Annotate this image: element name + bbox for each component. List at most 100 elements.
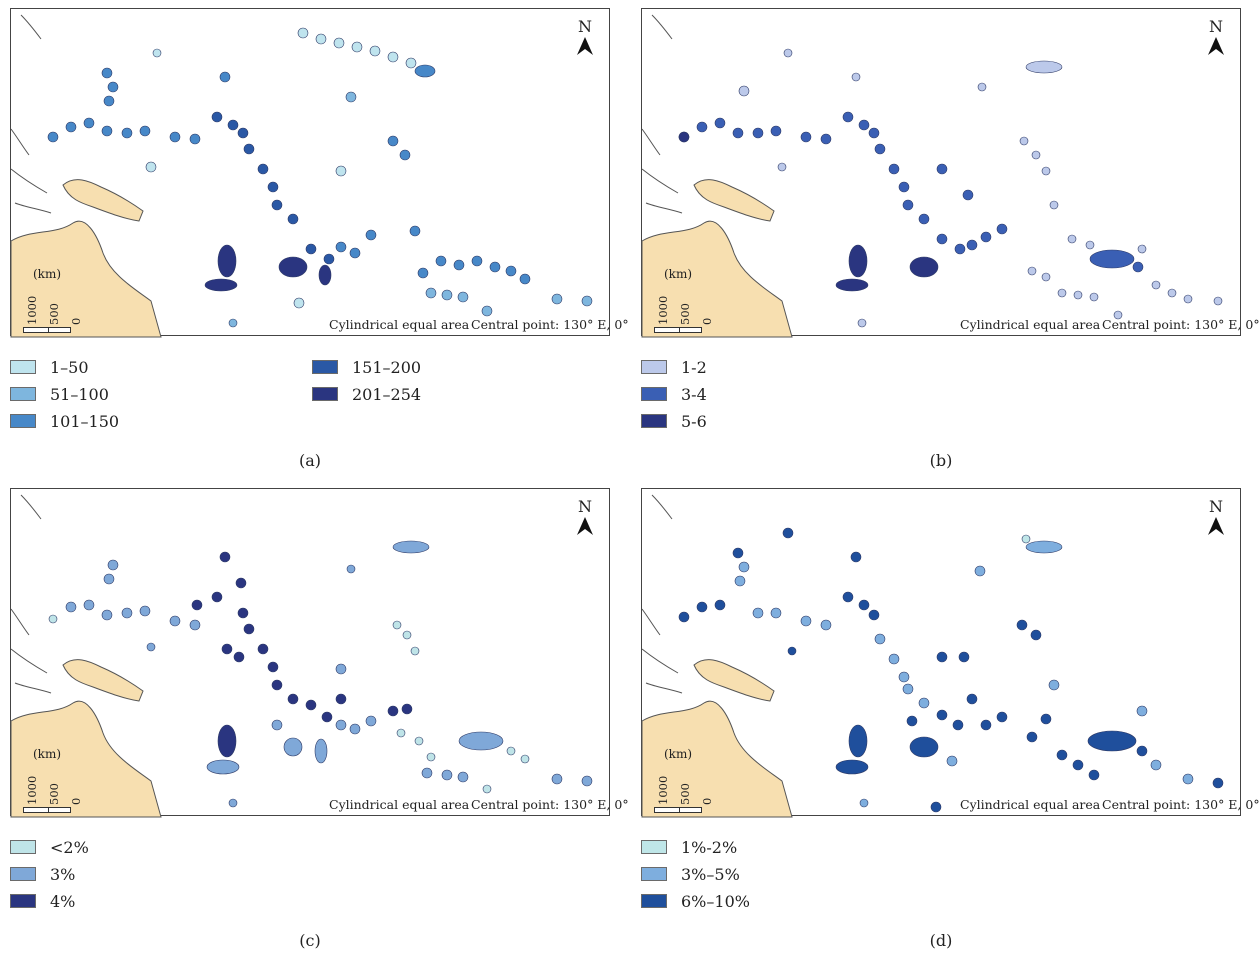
central-point-label: Central point: 130° E, 0° [471, 317, 629, 332]
legend-swatch [641, 894, 667, 908]
legend-swatch [641, 840, 667, 854]
scale-tick-500: 500 [47, 303, 61, 325]
legend-label: <2% [50, 837, 89, 857]
legend-label: 101–150 [50, 411, 120, 431]
scale-tick-0: 0 [69, 317, 83, 325]
projection-label: Cylindrical equal area [960, 317, 1101, 332]
island-groups [47, 27, 593, 328]
scale-unit: (km) [664, 747, 693, 761]
legend-label: 1-2 [681, 357, 707, 377]
scale-tick-500: 500 [47, 783, 61, 805]
legend-swatch [10, 414, 36, 428]
scale-unit: (km) [33, 747, 62, 761]
legend-item: 6%–10% [641, 890, 750, 912]
new-guinea-landmass [62, 659, 144, 702]
base-map [10, 494, 593, 818]
legend-swatch [641, 867, 667, 881]
legend-item: 1–50 [10, 356, 89, 378]
scale-unit: (km) [664, 267, 693, 281]
scale-bar: 1000 500 0 [23, 281, 93, 333]
scale-tick-0: 0 [700, 797, 714, 805]
legend-label: 6%–10% [681, 891, 750, 911]
legend-item: 1-2 [641, 356, 707, 378]
legend-item: 1%-2% [641, 836, 737, 858]
projection-label: Cylindrical equal area [329, 317, 470, 332]
new-guinea-landmass [62, 179, 144, 222]
legend-swatch [10, 867, 36, 881]
new-guinea-landmass [693, 659, 775, 702]
central-point-label: Central point: 130° E, 0° [471, 797, 629, 812]
scale-tick-1000: 1000 [656, 295, 670, 325]
projection-label: Cylindrical equal area [329, 797, 470, 812]
legend-item: <2% [10, 836, 89, 858]
scale-tick-0: 0 [69, 797, 83, 805]
north-arrow: N [1206, 499, 1226, 535]
projection-label: Cylindrical equal area [960, 797, 1101, 812]
north-arrow-icon [577, 517, 593, 535]
legend-label: 5-6 [681, 411, 707, 431]
scale-bar-graphic [654, 807, 702, 813]
indonesia-coastline [10, 14, 52, 214]
scale-tick-1000: 1000 [25, 295, 39, 325]
map-frame: N (km) 1000 500 0 Cylindrical equal area… [641, 8, 1260, 338]
scale-tick-500: 500 [678, 783, 692, 805]
legend-swatch [641, 360, 667, 374]
north-label: N [1209, 17, 1223, 36]
legend-swatch [641, 387, 667, 401]
legend-label: 3% [50, 864, 76, 884]
north-label: N [1209, 497, 1223, 516]
legend-swatch [641, 414, 667, 428]
legend-item: 3%–5% [641, 863, 740, 885]
north-arrow-icon [577, 37, 593, 55]
legend-swatch [10, 360, 36, 374]
legend-item: 3% [10, 863, 75, 885]
legend-item: 201–254 [312, 383, 421, 405]
base-map [641, 494, 1224, 818]
legend-label: 201–254 [352, 384, 422, 404]
legend-swatch [312, 387, 338, 401]
scale-tick-1000: 1000 [25, 775, 39, 805]
north-label: N [578, 17, 592, 36]
central-point-label: Central point: 130° E, 0° [1102, 317, 1260, 332]
new-guinea-landmass [693, 179, 775, 222]
legend-item: 101–150 [10, 410, 119, 432]
australia-landmass [641, 700, 793, 818]
panel-caption: (c) [299, 931, 321, 950]
scale-tick-1000: 1000 [656, 775, 670, 805]
legend-label: 3-4 [681, 384, 707, 404]
legend-label: 4% [50, 891, 76, 911]
north-arrow: N [1206, 19, 1226, 55]
legend-item: 51–100 [10, 383, 109, 405]
base-map [10, 14, 593, 338]
island-groups [48, 540, 593, 808]
north-arrow-icon [1208, 37, 1224, 55]
legend: 1-2 3-4 5-6 [641, 356, 1241, 446]
base-map [641, 14, 1223, 338]
legend: <2% 3% 4% [10, 836, 610, 926]
legend-item: 5-6 [641, 410, 707, 432]
island-groups [678, 527, 1224, 813]
indonesia-coastline [641, 494, 683, 694]
legend-item: 151–200 [312, 356, 421, 378]
australia-landmass [10, 700, 162, 818]
north-arrow: N [575, 499, 595, 535]
map-frame: N (km) 1000 500 0 Cylindrical equal area… [10, 488, 629, 818]
scale-bar: 1000 500 0 [654, 281, 724, 333]
legend-item: 3-4 [641, 383, 707, 405]
legend-swatch [10, 840, 36, 854]
panel-caption: (d) [929, 931, 953, 950]
legend: 1–50 51–100 101–150 151–200 201–254 [10, 356, 610, 446]
scale-bar: 1000 500 0 [23, 761, 93, 813]
scale-tick-0: 0 [700, 317, 714, 325]
legend-label: 3%–5% [681, 864, 740, 884]
scale-bar: 1000 500 0 [654, 761, 724, 813]
legend: 1%-2% 3%–5% 6%–10% [641, 836, 1241, 926]
scale-bar-graphic [23, 807, 71, 813]
panel-caption: (a) [298, 451, 322, 470]
australia-landmass [641, 220, 793, 338]
legend-swatch [312, 360, 338, 374]
map-frame: N (km) 1000 500 0 Cylindrical equal area… [641, 488, 1260, 818]
indonesia-coastline [641, 14, 683, 214]
north-label: N [578, 497, 592, 516]
north-arrow: N [575, 19, 595, 55]
